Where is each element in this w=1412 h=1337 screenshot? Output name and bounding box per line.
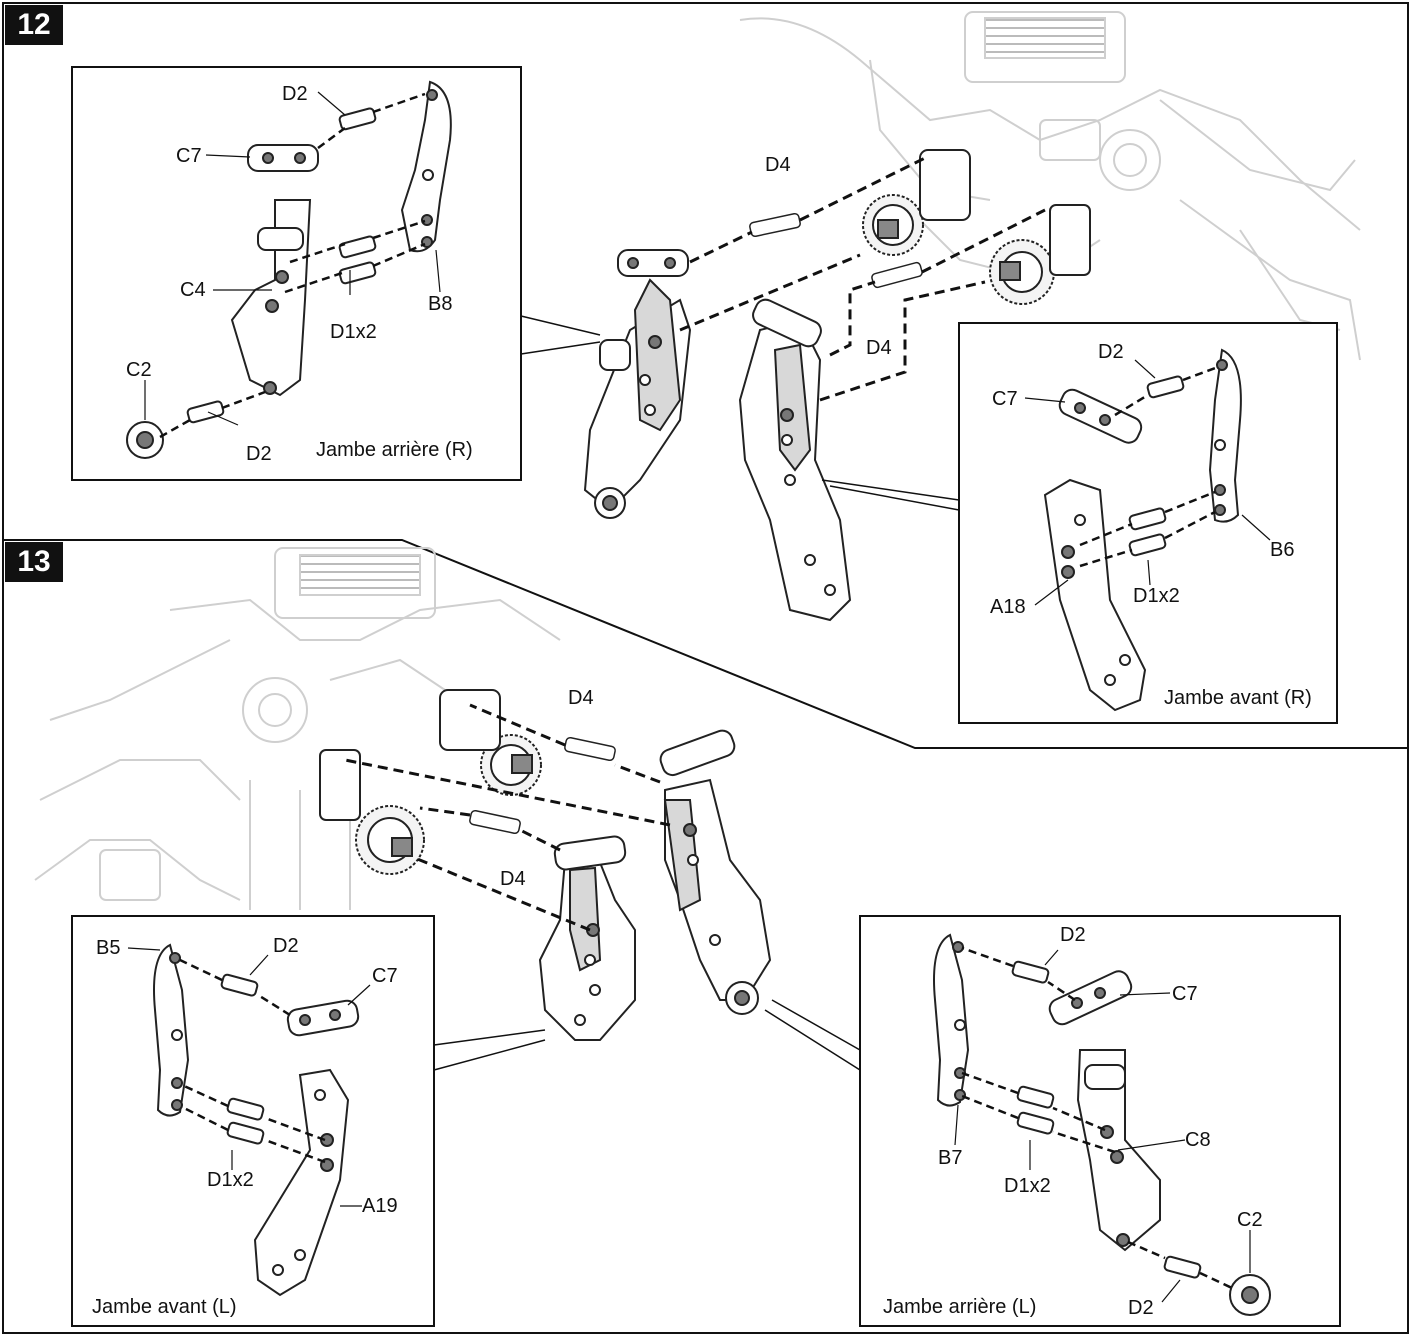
inset-caption-front-leg-l: Jambe avant (L): [92, 1296, 237, 1318]
inset-rear-leg-l-leaders: [954, 949, 1251, 1303]
dashed-guides-step13: [344, 703, 671, 932]
inset-front-leg-l-parts: [153, 943, 360, 1297]
part-label: B6: [1270, 539, 1295, 561]
part-label: D4: [866, 337, 892, 359]
inset-front-leg-r-parts: [1043, 348, 1242, 712]
robot-body-bottom: [34, 547, 561, 910]
gear-pair-step12: [862, 149, 1091, 305]
part-label: D1x2: [207, 1169, 254, 1191]
inset-front-leg-r-leaders: [1024, 359, 1271, 606]
part-label: C7: [1172, 983, 1198, 1005]
part-label: C7: [992, 388, 1018, 410]
part-label: D1x2: [330, 321, 377, 343]
part-label: C2: [1237, 1209, 1263, 1231]
part-label: D2: [1098, 341, 1124, 363]
dashed-guides-step12: [679, 156, 1046, 402]
part-label: D4: [500, 868, 526, 890]
part-label: C8: [1185, 1129, 1211, 1151]
front-leg-r-main: [738, 298, 852, 622]
step-number-12: 12: [5, 5, 63, 45]
part-label: C2: [126, 359, 152, 381]
part-label: B5: [96, 937, 121, 959]
inset-caption-front-leg-r: Jambe avant (R): [1164, 687, 1312, 709]
part-label: A18: [990, 596, 1026, 618]
part-label: D2: [1128, 1297, 1154, 1319]
inset-front-leg-r-guides: [1079, 365, 1219, 568]
front-leg-l-main: [538, 835, 636, 1041]
gear-pair-step13: [319, 689, 542, 875]
part-label: C4: [180, 279, 206, 301]
inset-rear-leg-r-guides: [159, 92, 426, 439]
part-label: A19: [362, 1195, 398, 1217]
pins-step13: [469, 736, 616, 835]
part-label: D2: [246, 443, 272, 465]
inset-front-leg-l-leaders: [127, 947, 371, 1207]
part-label: D2: [273, 935, 299, 957]
inset-front-leg-l-guides: [179, 958, 326, 1164]
part-label: D4: [765, 154, 791, 176]
part-label: B8: [428, 293, 453, 315]
inset-leaders: [433, 315, 960, 1071]
part-label: D2: [1060, 924, 1086, 946]
part-label: C7: [372, 965, 398, 987]
rear-leg-l-main: [659, 729, 772, 1015]
step-number-13: 13: [5, 542, 63, 582]
robot-body-top: [739, 11, 1361, 361]
part-label: D4: [568, 687, 594, 709]
part-label: D2: [282, 83, 308, 105]
rear-leg-r-main: [583, 249, 692, 519]
inset-caption-rear-leg-r: Jambe arrière (R): [316, 439, 473, 461]
part-label: C7: [176, 145, 202, 167]
part-label: D1x2: [1004, 1175, 1051, 1197]
inset-rear-leg-r-leaders: [144, 91, 441, 426]
inset-caption-rear-leg-l: Jambe arrière (L): [883, 1296, 1037, 1318]
inset-rear-leg-r-parts: [126, 80, 452, 459]
pins-step12: [749, 212, 923, 289]
part-label: D1x2: [1133, 585, 1180, 607]
part-label: B7: [938, 1147, 963, 1169]
inset-rear-leg-l-guides: [961, 946, 1233, 1290]
